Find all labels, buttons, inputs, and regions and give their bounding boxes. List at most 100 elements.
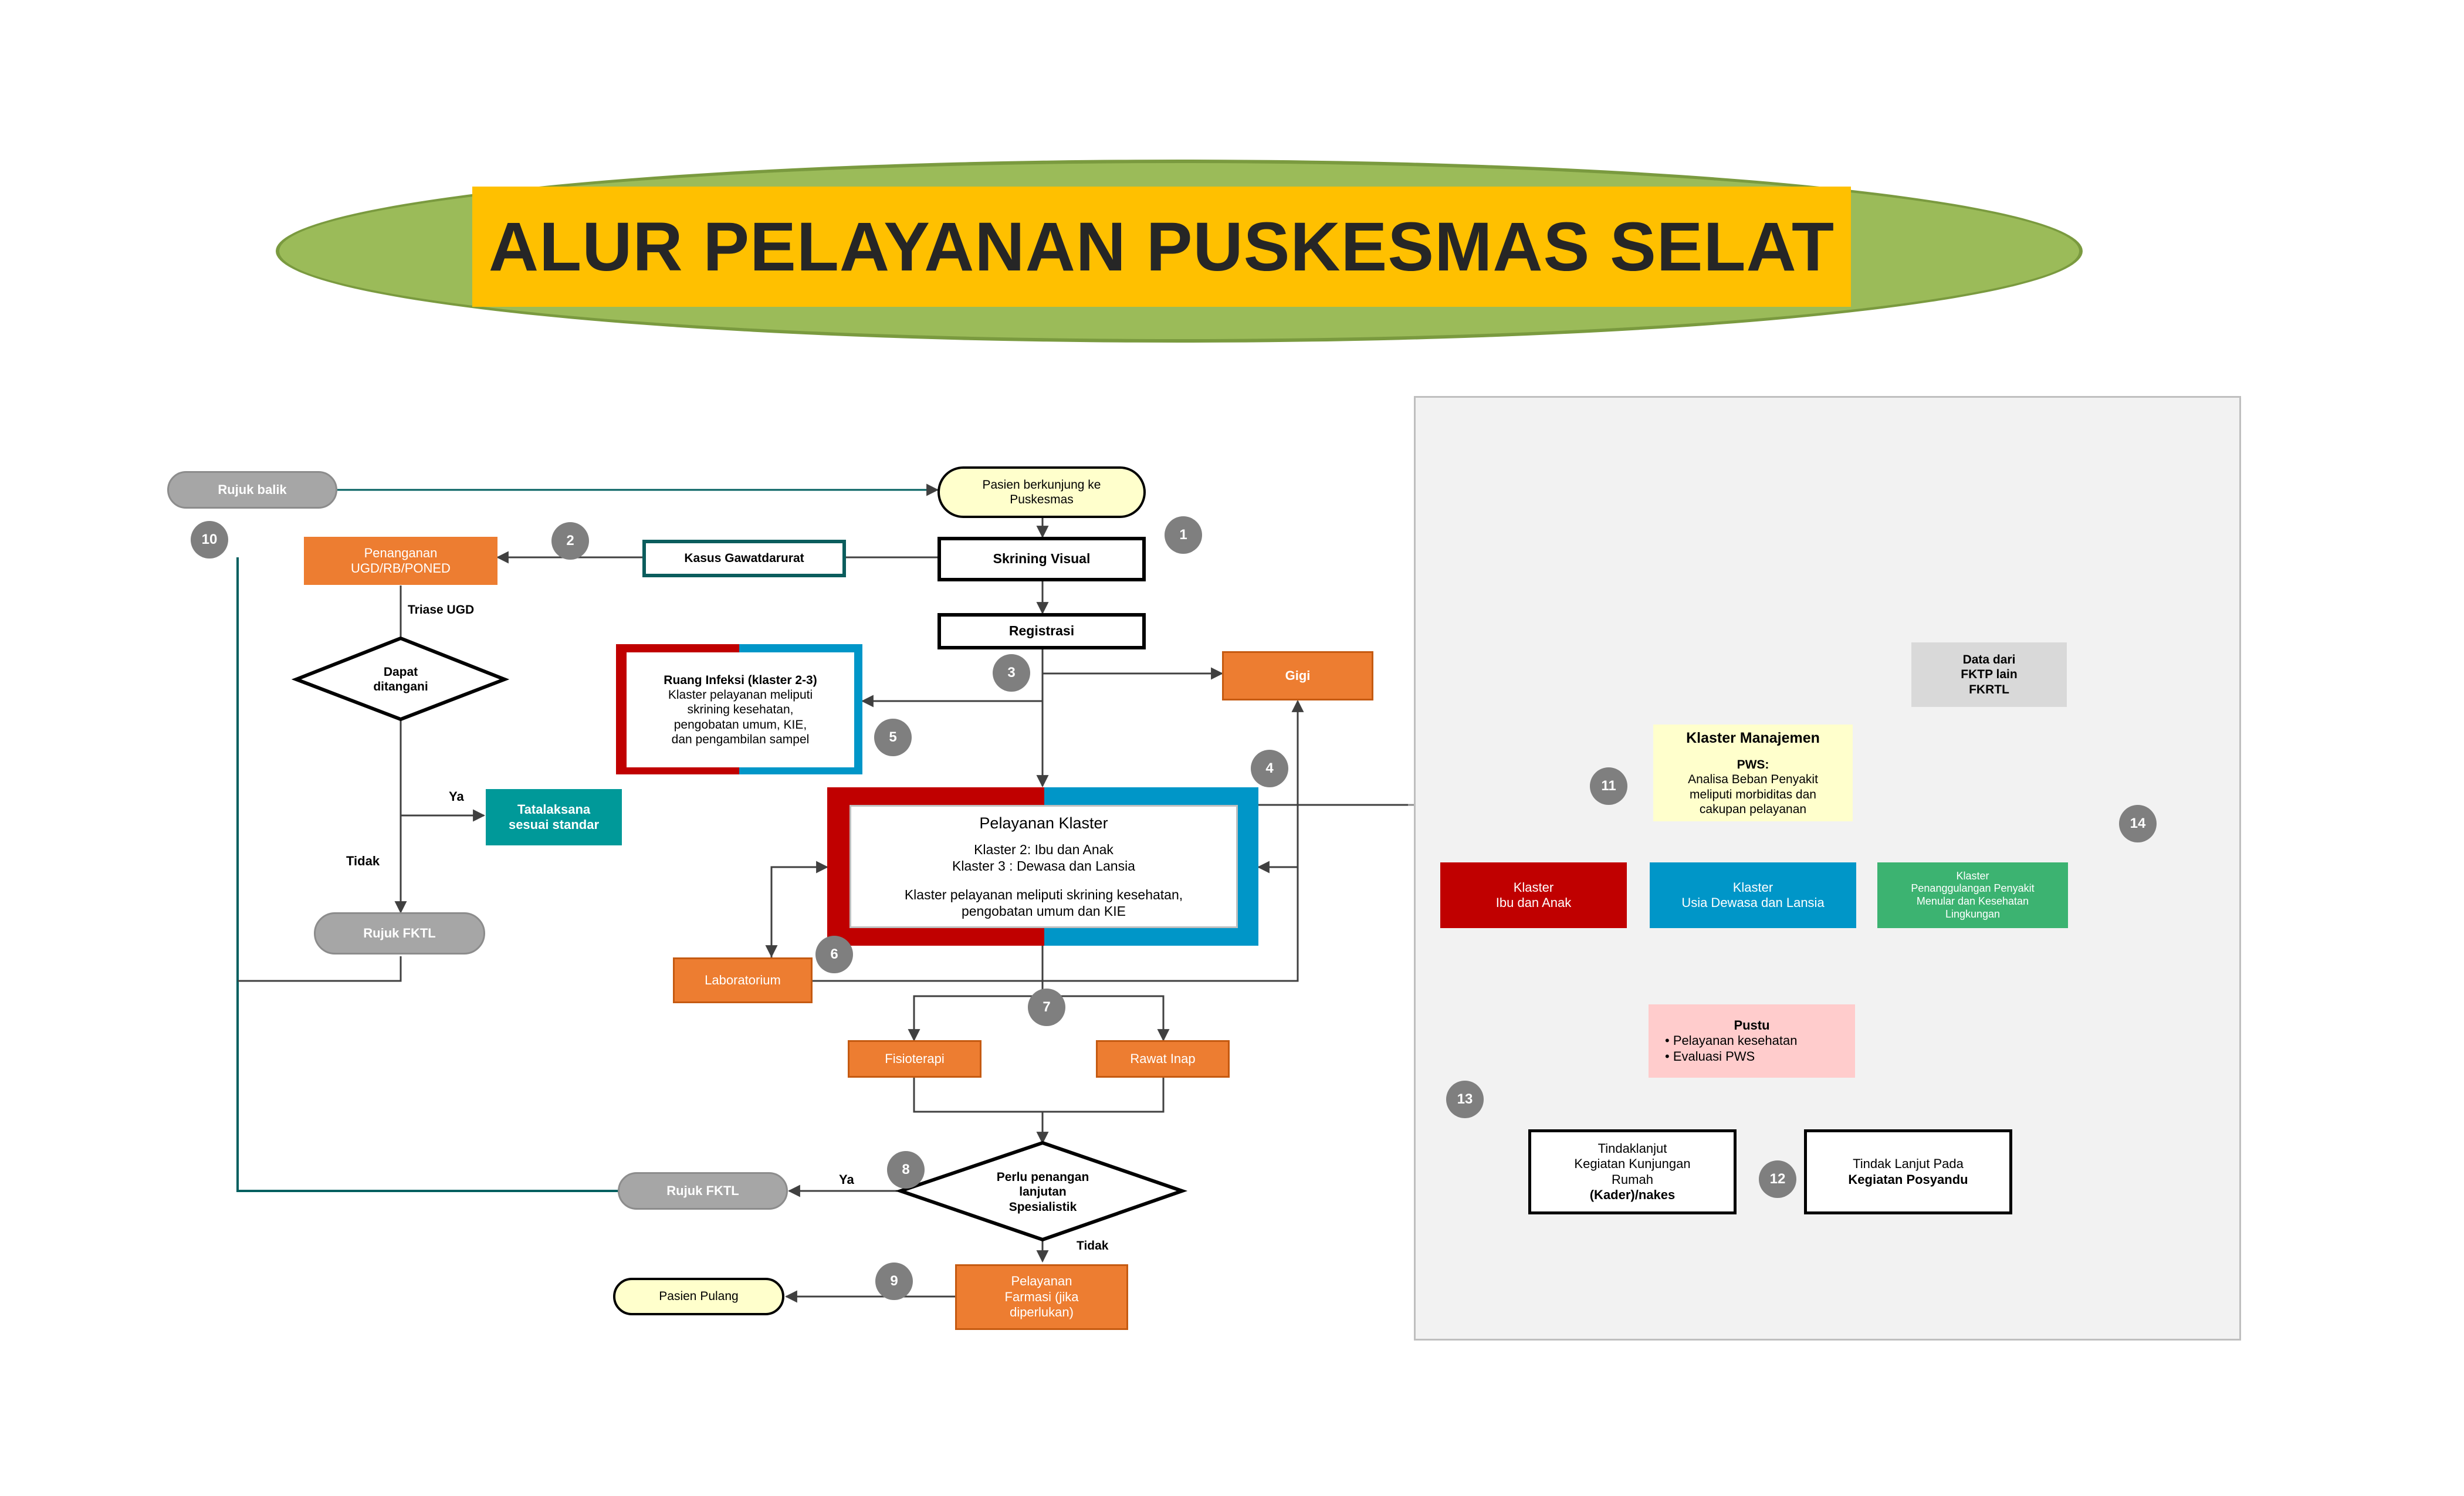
rawat-inap-label: Rawat Inap [1130, 1051, 1196, 1066]
klaster-manajemen-title: Klaster Manajemen [1686, 730, 1820, 747]
pasien-line-2: Puskesmas [1010, 493, 1074, 506]
ruang-infeksi-line-1: Klaster pelayanan meliputi [668, 688, 813, 702]
pws-line-1: Analisa Beban Penyakit [1688, 773, 1818, 787]
laboratorium-label: Laboratorium [705, 972, 781, 987]
data-dari-node: Data dari FKTP lain FKRTL [1911, 642, 2067, 707]
tatalaksana-line-1: Tatalaksana [517, 801, 591, 817]
page-title: ALUR PELAYANAN PUSKESMAS SELAT [488, 208, 1835, 286]
farmasi-line-3: diperlukan) [1010, 1305, 1074, 1320]
gigi-node: Gigi [1222, 651, 1373, 700]
pelayanan-farmasi-node: Pelayanan Farmasi (jika diperlukan) [955, 1264, 1128, 1330]
ruang-infeksi-node: Ruang Infeksi (klaster 2-3) Klaster pela… [627, 652, 854, 767]
pws-line-3: cakupan pelayanan [1699, 802, 1807, 816]
kasus-label: Kasus Gawatdarurat [684, 551, 804, 566]
perlu-penanganan-diamond [895, 1140, 1188, 1242]
klaster-usia-line-2: Usia Dewasa dan Lansia [1681, 895, 1825, 910]
registrasi-node: Registrasi [937, 613, 1146, 649]
kunjungan-line-3: Rumah [1612, 1172, 1653, 1187]
tatalaksana-node: Tatalaksana sesuai standar [486, 789, 622, 845]
step-circle-10: 10 [191, 521, 228, 559]
klaster-p2-line-1: Klaster [1956, 869, 1989, 882]
tidak-label-1: Tidak [346, 854, 380, 868]
data-dari-line-1: Data dari [1962, 653, 2016, 667]
rujuk-balik-label: Rujuk balik [218, 482, 287, 497]
perlu-line-2: lanjutan [1019, 1185, 1067, 1199]
pustu-item-1-text: Pelayanan kesehatan [1673, 1033, 1798, 1048]
kasus-gawatdarurat-node: Kasus Gawatdarurat [642, 540, 846, 577]
klaster-usia-line-1: Klaster [1732, 879, 1773, 895]
step-circle-9: 9 [875, 1263, 913, 1300]
fisioterapi-label: Fisioterapi [885, 1051, 945, 1066]
pelayanan-klaster-line-1: Klaster 2: Ibu dan Anak [974, 842, 1113, 857]
registrasi-label: Registrasi [1008, 623, 1075, 639]
kunjungan-line-4: (Kader)/nakes [1589, 1187, 1676, 1202]
tindak-lanjut-posyandu-node: Tindak Lanjut Pada Kegiatan Posyandu [1804, 1129, 2012, 1214]
step-circle-7: 7 [1028, 989, 1065, 1026]
rujuk-fktl-label-1: Rujuk FKTL [363, 925, 436, 940]
tindaklanjut-kunjungan-node: Tindaklanjut Kegiatan Kunjungan Rumah (K… [1528, 1129, 1737, 1214]
step-circle-3: 3 [993, 654, 1030, 692]
pelayanan-klaster-line-3: Klaster pelayanan meliputi skrining kese… [904, 887, 1183, 903]
laboratorium-node: Laboratorium [673, 957, 813, 1003]
perlu-line-1: Perlu penangan [996, 1170, 1089, 1184]
klaster-ibu-line-2: Ibu dan Anak [1495, 895, 1572, 910]
pws-line-2: meliputi morbiditas dan [1690, 787, 1816, 801]
rujuk-balik-node: Rujuk balik [167, 471, 337, 509]
tidak-label-2: Tidak [1077, 1239, 1109, 1253]
pelayanan-klaster-title: Pelayanan Klaster [979, 814, 1108, 832]
pustu-node: Pustu • Pelayanan kesehatan • Evaluasi P… [1649, 1004, 1855, 1078]
tatalaksana-line-2: sesuai standar [508, 817, 600, 832]
ya-label-2: Ya [839, 1172, 854, 1187]
pasien-pulang-node: Pasien Pulang [613, 1278, 784, 1315]
rujuk-fktl-node-1: Rujuk FKTL [314, 912, 485, 955]
step-circle-6: 6 [815, 936, 853, 973]
ruang-infeksi-title: Ruang Infeksi (klaster 2-3) [664, 673, 817, 688]
ruang-infeksi-line-2: skrining kesehatan, [687, 703, 794, 717]
step-circle-14: 14 [2119, 805, 2157, 842]
data-dari-line-2: FKTP lain [1961, 668, 2018, 682]
rawat-inap-node: Rawat Inap [1096, 1040, 1230, 1078]
step-circle-5: 5 [874, 719, 912, 756]
step-circle-11: 11 [1590, 767, 1627, 805]
klaster-usia-dewasa-node: Klaster Usia Dewasa dan Lansia [1650, 862, 1856, 928]
kunjungan-line-1: Tindaklanjut [1597, 1140, 1667, 1156]
klaster-p2-line-3: Menular dan Kesehatan [1916, 895, 2029, 907]
posyandu-line-1: Tindak Lanjut Pada [1853, 1156, 1964, 1172]
step-circle-8: 8 [887, 1151, 925, 1189]
skrining-label: Skrining Visual [993, 551, 1091, 567]
fisioterapi-node: Fisioterapi [848, 1040, 981, 1078]
header-box: ALUR PELAYANAN PUSKESMAS SELAT [472, 187, 1851, 307]
klaster-ibu-line-1: Klaster [1513, 879, 1554, 895]
klaster-ibu-anak-node: Klaster Ibu dan Anak [1440, 862, 1627, 928]
pustu-item-2-text: Evaluasi PWS [1673, 1048, 1755, 1064]
step-circle-12: 12 [1759, 1160, 1796, 1198]
dapat-line-2: ditangani [373, 680, 428, 693]
perlu-line-3: Spesialistik [1008, 1200, 1077, 1214]
pustu-item-1: • Pelayanan kesehatan [1665, 1033, 1798, 1048]
klaster-manajemen-node: Klaster Manajemen PWS: Analisa Beban Pen… [1653, 725, 1853, 821]
dapat-ditangani-diamond [291, 636, 510, 722]
skrining-visual-node: Skrining Visual [937, 537, 1146, 581]
farmasi-line-1: Pelayanan [1011, 1274, 1072, 1289]
pelayanan-klaster-line-2: Klaster 3 : Dewasa dan Lansia [952, 858, 1135, 874]
ya-label-1: Ya [449, 789, 464, 804]
klaster-p2-line-4: Lingkungan [1945, 908, 2001, 920]
step-circle-13: 13 [1446, 1081, 1484, 1118]
pasien-pulang-label: Pasien Pulang [659, 1289, 739, 1304]
data-dari-line-3: FKRTL [1969, 682, 2009, 696]
rujuk-fktl-label-2: Rujuk FKTL [666, 1183, 739, 1198]
klaster-penanggulangan-node: Klaster Penanggulangan Penyakit Menular … [1877, 862, 2068, 928]
penanganan-line-1: Penanganan [364, 545, 438, 560]
pelayanan-klaster-line-4: pengobatan umum dan KIE [961, 903, 1126, 919]
dapat-ditangani-label: Dapat ditangani [331, 656, 470, 703]
posyandu-line-2: Kegiatan Posyandu [1848, 1172, 1968, 1187]
klaster-p2-line-2: Penanggulangan Penyakit [1911, 882, 2035, 895]
ruang-infeksi-line-3: pengobatan umum, KIE, [673, 717, 807, 732]
step-circle-1: 1 [1165, 516, 1202, 554]
pustu-title: Pustu [1734, 1017, 1770, 1033]
pelayanan-klaster-node: Pelayanan Klaster Klaster 2: Ibu dan Ana… [849, 805, 1238, 928]
penanganan-ugd-node: Penanganan UGD/RB/PONED [304, 537, 497, 585]
rujuk-fktl-node-2: Rujuk FKTL [618, 1172, 788, 1210]
step-circle-2: 2 [551, 522, 589, 560]
pasien-line-1: Pasien berkunjung ke [982, 478, 1101, 492]
